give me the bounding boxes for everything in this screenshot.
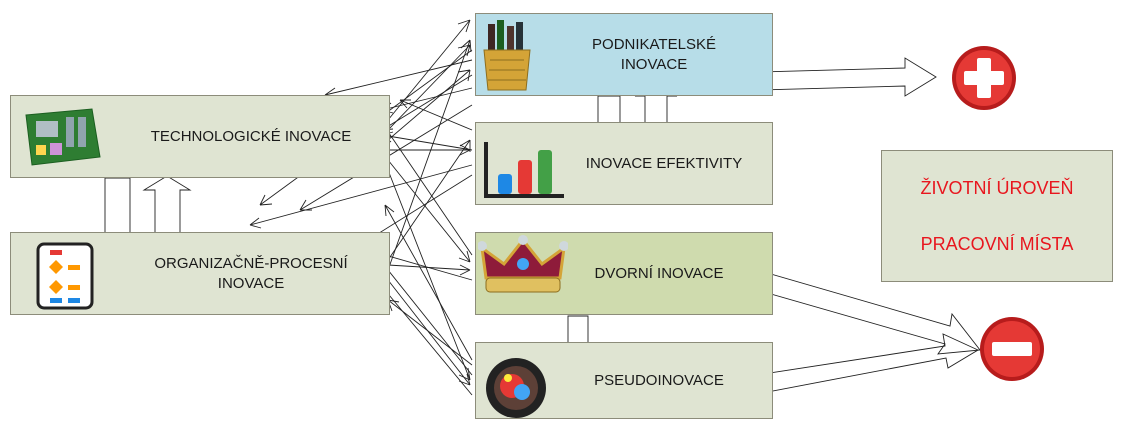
- node-label: ORGANIZAČNĚ-PROCESNÍ INOVACE: [154, 254, 348, 292]
- node-label: INOVACE EFEKTIVITY: [585, 154, 743, 172]
- outcome-zivotni-uroven: ŽIVOTNÍ ÚROVEŇ: [920, 178, 1074, 198]
- bar-chart-icon: [480, 140, 570, 209]
- spinning-disc-icon: [484, 356, 548, 425]
- gift-basket-icon: [482, 20, 532, 99]
- outcome-pracovni-mista: PRACOVNÍ MÍSTA: [920, 234, 1074, 254]
- motherboard-icon: [22, 107, 102, 174]
- node-label: DVORNÍ INOVACE: [594, 264, 724, 282]
- crown-icon: [477, 234, 569, 303]
- minus-circle-icon: [978, 315, 1046, 388]
- outcome-box: ŽIVOTNÍ ÚROVEŇ PRACOVNÍ MÍSTA: [881, 150, 1113, 282]
- flowchart-icon: [36, 242, 94, 315]
- plus-circle-icon: [950, 44, 1018, 117]
- node-label: TECHNOLOGICKÉ INOVACE: [150, 127, 352, 145]
- node-label: PODNIKATELSKÉ INOVACE: [592, 35, 716, 73]
- node-label: PSEUDOINOVACE: [594, 371, 724, 389]
